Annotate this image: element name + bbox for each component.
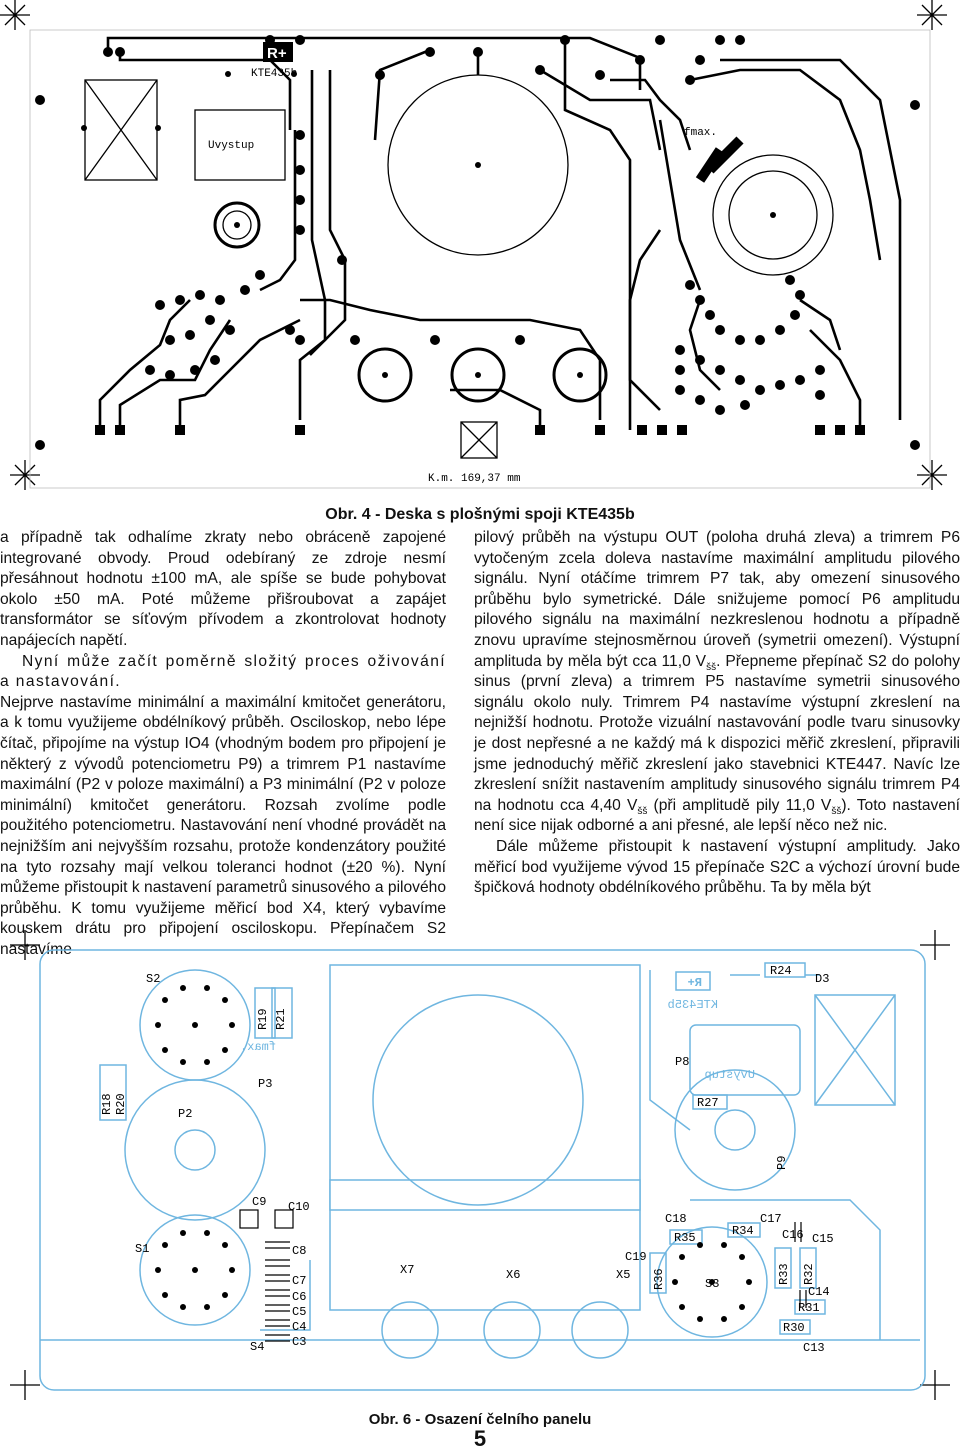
label-r31: R31 <box>798 1301 820 1315</box>
logo-box <box>263 42 293 62</box>
paragraph-part: (při amplitudě pily 11,0 V <box>647 796 832 814</box>
label-c10: C10 <box>288 1200 310 1214</box>
label-c13: C13 <box>803 1341 825 1355</box>
label-c19: C19 <box>625 1250 647 1264</box>
label-c7: C7 <box>292 1274 306 1288</box>
label-p9: P9 <box>775 1156 789 1170</box>
label-r18: R18 <box>100 1093 114 1115</box>
label-c15: C15 <box>812 1232 834 1246</box>
article-left-column: a případně tak odhalíme zkraty nebo obrá… <box>0 528 446 960</box>
subscript: šš <box>831 805 842 817</box>
label-s3: S3 <box>705 1277 719 1291</box>
panel-board-code-mirror: KTE435b <box>668 998 718 1012</box>
label-c9: C9 <box>252 1195 266 1209</box>
pcb-logo: R+ <box>267 45 287 62</box>
article-right-column: pilový průběh na výstupu OUT (poloha dru… <box>474 528 960 899</box>
label-d3: D3 <box>815 972 829 986</box>
label-r33: R33 <box>777 1263 791 1285</box>
article-paragraph: pilový průběh na výstupu OUT (poloha dru… <box>474 528 960 837</box>
article-paragraph: a případně tak odhalíme zkraty nebo obrá… <box>0 529 446 649</box>
panel-figure: R+ KTE435b fmax. Uvystup S2 S1 S3 S4 P2 … <box>10 930 950 1400</box>
label-r35: R35 <box>674 1231 696 1245</box>
label-x5: X5 <box>616 1268 630 1282</box>
label-c16: C16 <box>782 1228 804 1242</box>
label-c8: C8 <box>292 1244 306 1258</box>
label-r20: R20 <box>114 1093 128 1115</box>
paragraph-part: pilový průběh na výstupu OUT (poloha dru… <box>474 529 960 670</box>
pcb-figure: R+ KTE435b Uvystup fmax. K.m. 169,37 mm <box>0 0 947 490</box>
label-r21: R21 <box>274 1008 288 1030</box>
subscript: šš <box>637 805 648 817</box>
label-r30: R30 <box>783 1321 805 1335</box>
pcb-board-code: KTE435b <box>251 68 297 80</box>
pcb-fmax-label: fmax. <box>684 127 717 139</box>
page-number: 5 <box>473 1426 487 1451</box>
label-s2: S2 <box>146 972 160 986</box>
panel-logo-mirror: R+ <box>688 976 702 990</box>
label-x7: X7 <box>400 1263 414 1277</box>
paragraph-part: . Přepneme přepínač S2 do polohy sinus (… <box>474 652 960 814</box>
label-x6: X6 <box>506 1268 520 1282</box>
label-p2: P2 <box>178 1107 192 1121</box>
label-r27: R27 <box>697 1096 719 1110</box>
label-p3: P3 <box>258 1077 272 1091</box>
label-s1: S1 <box>135 1242 149 1256</box>
label-s4: S4 <box>250 1340 264 1354</box>
panel-uvystup-mirror: Uvystup <box>705 1068 755 1082</box>
label-c6: C6 <box>292 1290 306 1304</box>
label-p8: P8 <box>675 1055 689 1069</box>
label-c14: C14 <box>808 1285 830 1299</box>
label-c18: C18 <box>665 1212 687 1226</box>
subscript: šš <box>706 661 717 673</box>
label-c3: C3 <box>292 1335 306 1349</box>
label-c17: C17 <box>760 1212 782 1226</box>
panel-fmax-mirror: fmax. <box>240 1040 276 1054</box>
article-paragraph: Dále můžeme přistoupit k nastavení výstu… <box>474 837 960 897</box>
label-r36: R36 <box>652 1268 666 1290</box>
label-r34: R34 <box>732 1224 754 1238</box>
article-paragraph: Nejprve nastavíme minimální a maximální … <box>0 693 446 958</box>
label-r32: R32 <box>802 1263 816 1285</box>
label-r24: R24 <box>770 964 792 978</box>
paragraph-part: ). Toto nastavení není sice nijak odborn… <box>474 796 960 835</box>
pcb-uvystup-label: Uvystup <box>208 140 254 152</box>
pcb-scale-note: K.m. 169,37 mm <box>428 473 521 485</box>
label-c5: C5 <box>292 1305 306 1319</box>
figure4-caption: Obr. 4 - Deska s plošnými spoji KTE435b <box>325 506 635 523</box>
label-r19: R19 <box>256 1008 270 1030</box>
figure6-caption: Obr. 6 - Osazení čelního panelu <box>368 1411 592 1428</box>
article-paragraph: Nyní může začít poměrně složitý proces o… <box>0 652 446 691</box>
label-c4: C4 <box>292 1320 306 1334</box>
